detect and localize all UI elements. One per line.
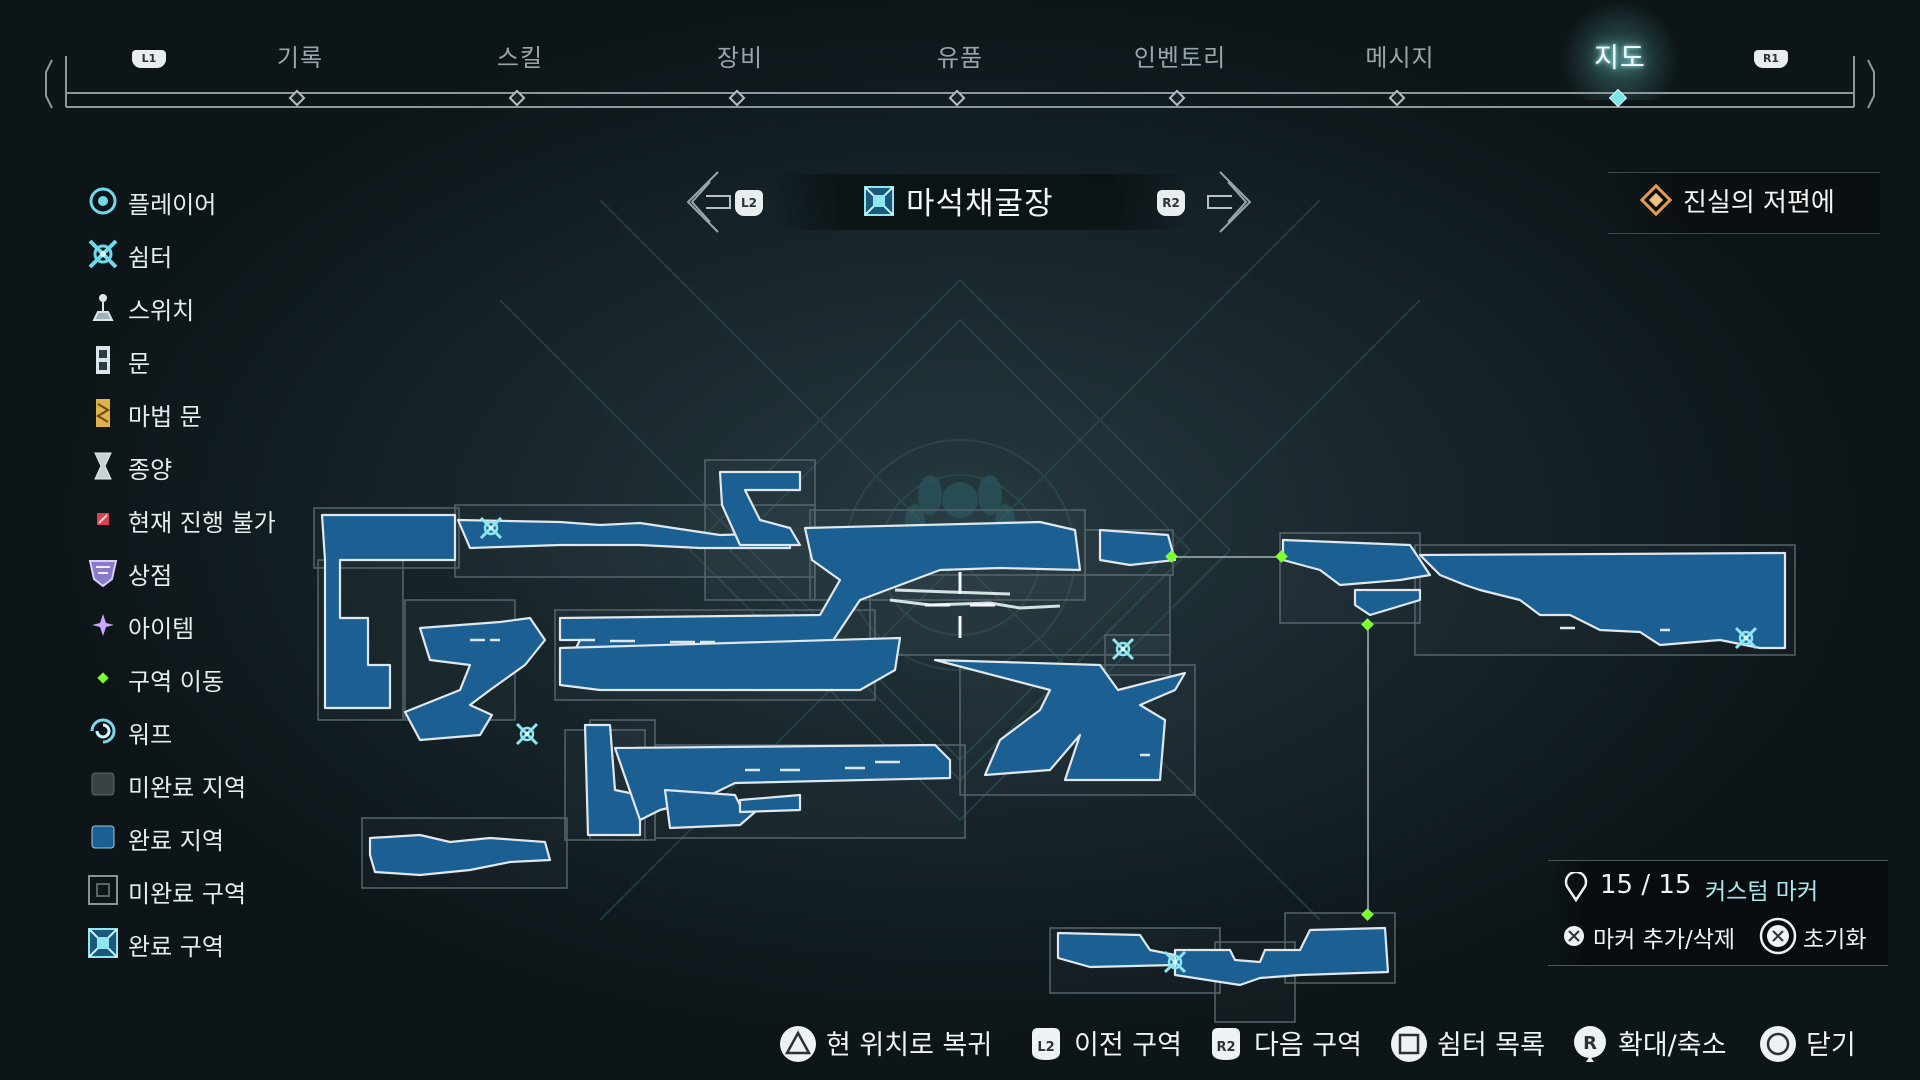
tab-equipment[interactable]: 장비 <box>716 44 764 72</box>
zone-transfer-links <box>1172 556 1369 915</box>
area-title-bar <box>770 174 1190 230</box>
warp-icon <box>90 718 116 744</box>
switch-icon <box>92 294 114 321</box>
quest-title: 진실의 저편에 <box>1683 188 1835 218</box>
reset-markers-button[interactable]: 초기화 <box>1803 927 1867 953</box>
svg-text:L2: L2 <box>1037 1040 1054 1055</box>
square-button-icon <box>1391 1026 1427 1062</box>
marker-label: 커스텀 마커 <box>1705 879 1819 905</box>
incomplete-zone-icon <box>88 875 118 905</box>
tab-messages[interactable]: 메시지 <box>1365 44 1435 72</box>
custom-marker-panel <box>1548 860 1888 966</box>
zoom-hint[interactable]: 확대/축소 <box>1618 1030 1727 1061</box>
tab-skills[interactable]: 스킬 <box>496 44 544 72</box>
top-navigation: L1 R1 기록 스킬 장비 유품 인벤토리 메시지 지도 <box>0 0 1920 120</box>
area-title: 마석채굴장 <box>906 186 1054 222</box>
lit-corridors <box>889 588 1061 610</box>
legend-item-shelter: 쉼터 <box>86 233 346 273</box>
legend-item-incomplete-zone: 미완료 구역 <box>86 869 346 909</box>
tab-relics[interactable]: 유품 <box>936 44 984 72</box>
legend-item-magic-door: 마법 문 <box>86 392 346 432</box>
shop-icon <box>88 560 118 588</box>
r2-area-button[interactable]: R2 <box>1157 190 1185 216</box>
next-area-hint[interactable]: 다음 구역 <box>1254 1030 1362 1061</box>
map-pin-icon <box>1564 872 1588 903</box>
complete-zone-icon <box>864 186 894 216</box>
orange-diamond-icon <box>1639 183 1673 217</box>
next-area-arrow-icon[interactable] <box>1188 168 1258 236</box>
legend-item-zone-transfer: 구역 이동 <box>86 657 346 697</box>
close-hint[interactable]: 닫기 <box>1806 1030 1856 1061</box>
circle-button-icon <box>1760 1026 1796 1062</box>
l2-button-icon: L2 <box>1032 1028 1060 1060</box>
triangle-button-icon <box>780 1026 816 1062</box>
complete-region-icon <box>91 825 115 849</box>
zone-transfer-icon <box>97 672 109 684</box>
prev-area-arrow-icon[interactable] <box>680 168 750 236</box>
door-icon <box>96 346 110 374</box>
tab-map[interactable]: 지도 <box>1594 43 1646 74</box>
legend-item-complete-zone: 완료 구역 <box>86 922 346 962</box>
return-to-position-hint[interactable]: 현 위치로 복귀 <box>826 1030 993 1061</box>
incomplete-region-icon <box>91 772 115 796</box>
r1-button[interactable]: R1 <box>1754 50 1788 68</box>
item-icon <box>92 614 114 636</box>
svg-text:R2: R2 <box>1216 1040 1235 1055</box>
l2-area-button[interactable]: L2 <box>735 190 763 216</box>
hold-cross-button-icon <box>1759 917 1797 955</box>
right-stick-icon: R <box>1574 1026 1606 1062</box>
explored-areas <box>320 470 1787 987</box>
tab-inventory[interactable]: 인벤토리 <box>1133 44 1227 72</box>
legend-item-item: 아이템 <box>86 604 346 644</box>
legend-item-door: 문 <box>86 339 346 379</box>
legend-item-tumor: 종양 <box>86 445 346 485</box>
nav-rail <box>45 56 1875 109</box>
magic-door-icon <box>96 399 110 427</box>
r2-button-icon: R2 <box>1212 1028 1240 1060</box>
shelter-icon <box>88 239 118 269</box>
add-remove-marker-button[interactable]: 마커 추가/삭제 <box>1593 927 1736 953</box>
legend-item-shop: 상점 <box>86 551 346 591</box>
map-cursor[interactable] <box>925 572 995 638</box>
complete-zone-icon <box>88 928 118 958</box>
marker-count: 15 / 15 <box>1600 870 1692 900</box>
tumor-icon <box>94 452 112 480</box>
svg-text:R: R <box>1583 1033 1597 1054</box>
legend-item-switch: 스위치 <box>86 286 346 326</box>
map-details <box>470 626 1670 772</box>
cross-button-icon <box>1564 926 1584 946</box>
previous-area-hint[interactable]: 이전 구역 <box>1074 1030 1182 1061</box>
legend-item-blocked: 현재 진행 불가 <box>86 498 346 538</box>
l1-button[interactable]: L1 <box>132 50 166 68</box>
legend-item-warp: 워프 <box>86 710 346 750</box>
legend-item-complete-region: 완료 지역 <box>86 816 346 856</box>
shelter-list-hint[interactable]: 쉼터 목록 <box>1437 1030 1545 1061</box>
player-icon <box>89 187 117 215</box>
active-tab-glow <box>1560 0 1680 100</box>
legend-item-incomplete-region: 미완료 지역 <box>86 763 346 803</box>
legend-item-player: 플레이어 <box>86 180 346 220</box>
blocked-icon <box>97 513 109 525</box>
tab-records[interactable]: 기록 <box>276 44 324 72</box>
